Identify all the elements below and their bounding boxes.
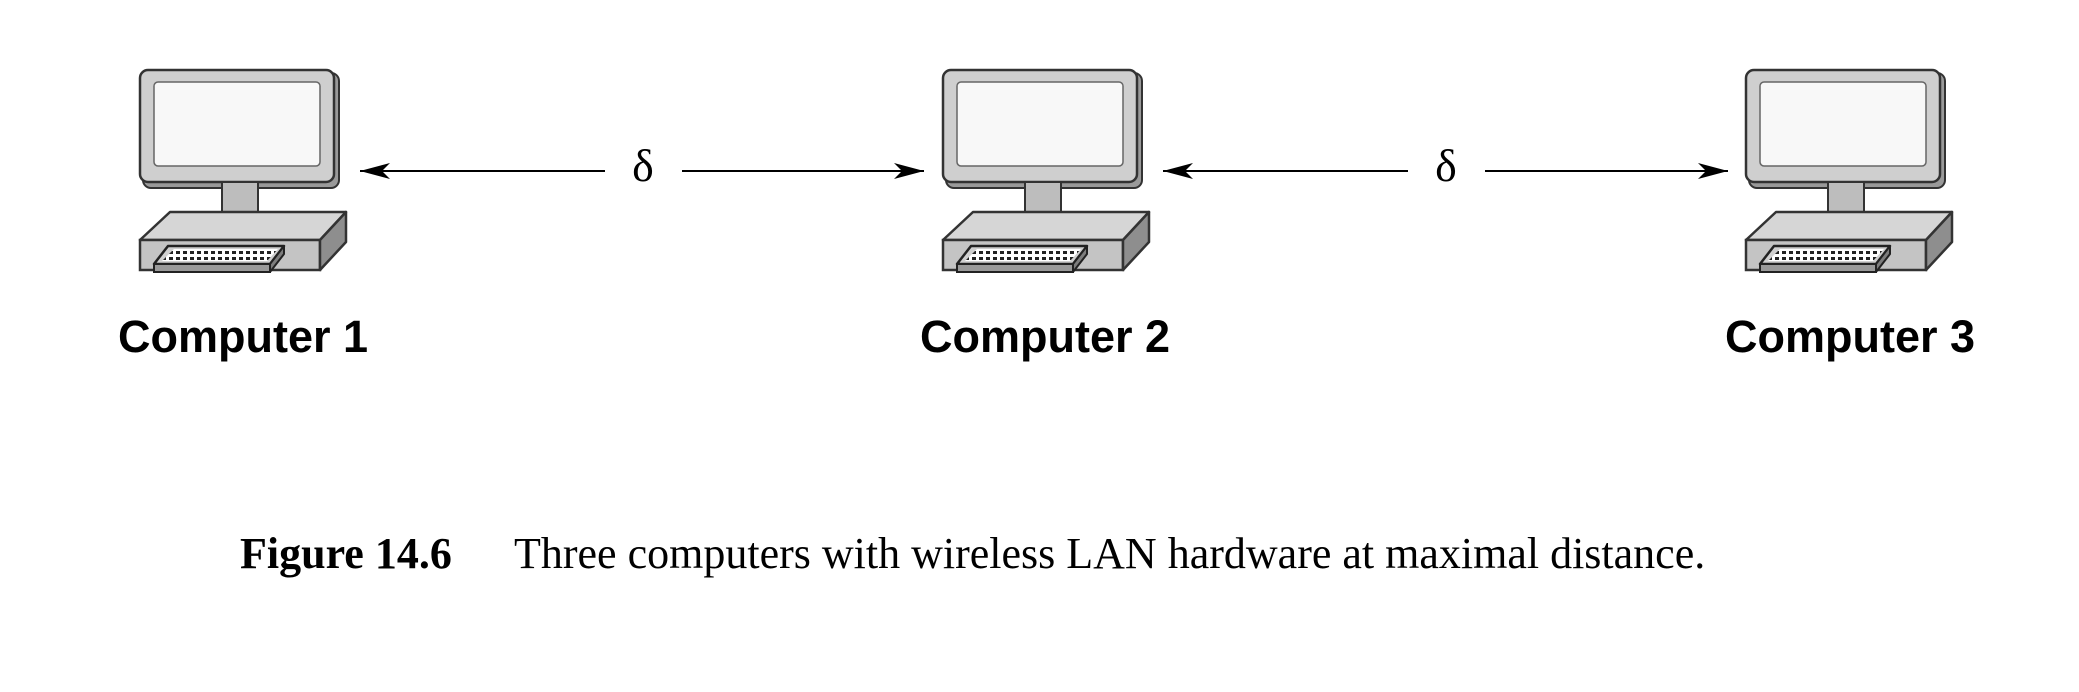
- computer-2: Computer 2: [920, 68, 1170, 362]
- link-2-label: δ: [1435, 140, 1457, 191]
- link-1: δ: [360, 140, 924, 191]
- computer-3: Computer 3: [1725, 68, 1975, 362]
- link-2: δ: [1163, 140, 1728, 191]
- caption-text: Three computers with wireless LAN hardwa…: [514, 529, 1706, 578]
- computer-1-icon: [138, 68, 348, 274]
- link-1-label: δ: [632, 140, 654, 191]
- computer-1: Computer 1: [118, 68, 368, 362]
- computer-2-icon: [941, 68, 1151, 274]
- computer-3-label: Computer 3: [1725, 311, 1975, 362]
- computer-1-label: Computer 1: [118, 311, 368, 362]
- caption-label: Figure 14.6: [240, 529, 452, 578]
- computer-3-icon: [1744, 68, 1954, 274]
- computer-2-label: Computer 2: [920, 311, 1170, 362]
